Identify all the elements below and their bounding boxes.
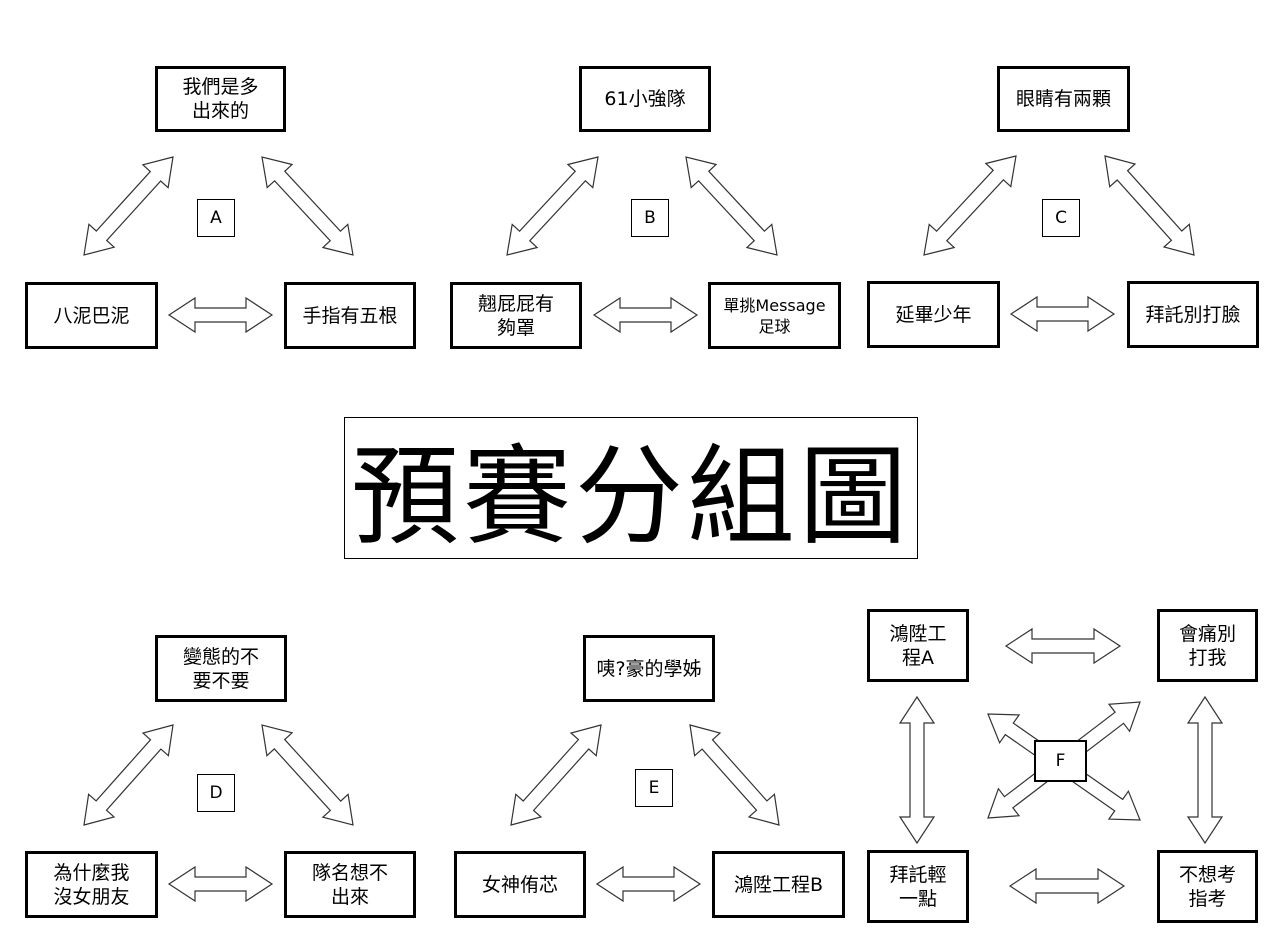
group-e-arrow-bottom (595, 865, 702, 903)
group-e-team-top: 咦?豪的學姊 (583, 635, 715, 702)
group-b-team-top: 61小強隊 (579, 66, 711, 132)
group-a-arrow-top-left (83, 156, 174, 256)
group-a-team-right: 手指有五根 (284, 282, 416, 349)
group-d-label: D (197, 774, 235, 812)
group-d-arrow-top-left (83, 724, 174, 826)
group-b-arrow-top-right (685, 156, 778, 256)
group-f-team-bottom-left: 拜託輕 一點 (867, 850, 969, 923)
group-b-team-left: 翹屁屁有 夠罩 (450, 282, 582, 349)
group-d-team-top: 變態的不 要不要 (155, 635, 287, 702)
group-f-arrow-bottom (1008, 867, 1126, 905)
group-b-label: B (631, 199, 669, 237)
group-f-arrow-top (1004, 627, 1122, 665)
group-e-team-right: 鴻陞工程B (712, 851, 845, 918)
group-d-arrow-bottom (167, 865, 274, 903)
group-f-team-bottom-right: 不想考 指考 (1157, 850, 1258, 923)
group-f-team-top-right: 會痛別 打我 (1157, 609, 1258, 682)
group-d-arrow-top-right (261, 724, 354, 826)
group-a-team-top: 我們是多 出來的 (155, 66, 286, 132)
group-c-arrow-top-left (923, 155, 1017, 256)
group-e-team-left: 女神侑芯 (454, 851, 586, 918)
group-f-arrow-left (898, 695, 936, 845)
group-f-label: F (1034, 740, 1087, 782)
group-a-team-left: 八泥巴泥 (25, 282, 158, 349)
group-f-arrow-right (1186, 695, 1224, 845)
group-c-team-right: 拜託別打臉 (1127, 281, 1259, 348)
group-c-arrow-bottom (1009, 295, 1116, 333)
group-c-team-top: 眼睛有兩顆 (997, 66, 1130, 132)
group-b-arrow-bottom (592, 296, 699, 334)
group-b-arrow-top-left (506, 156, 599, 256)
group-a-label: A (197, 199, 235, 237)
group-e-label: E (635, 769, 673, 807)
group-c-label: C (1042, 199, 1080, 237)
group-a-arrow-bottom (167, 296, 274, 334)
group-d-team-left: 為什麼我 沒女朋友 (25, 851, 158, 918)
group-e-arrow-top-left (510, 724, 602, 826)
group-b-team-right: 單挑Message 足球 (708, 282, 841, 349)
diagram-title: 預賽分組圖 (344, 417, 918, 560)
group-d-team-right: 隊名想不 出來 (284, 851, 416, 918)
group-e-arrow-top-right (689, 724, 780, 826)
group-c-arrow-top-right (1104, 155, 1195, 256)
group-a-arrow-top-right (261, 156, 354, 256)
group-f-team-top-left: 鴻陞工 程A (867, 609, 969, 682)
group-c-team-left: 延畢少年 (867, 281, 1000, 348)
